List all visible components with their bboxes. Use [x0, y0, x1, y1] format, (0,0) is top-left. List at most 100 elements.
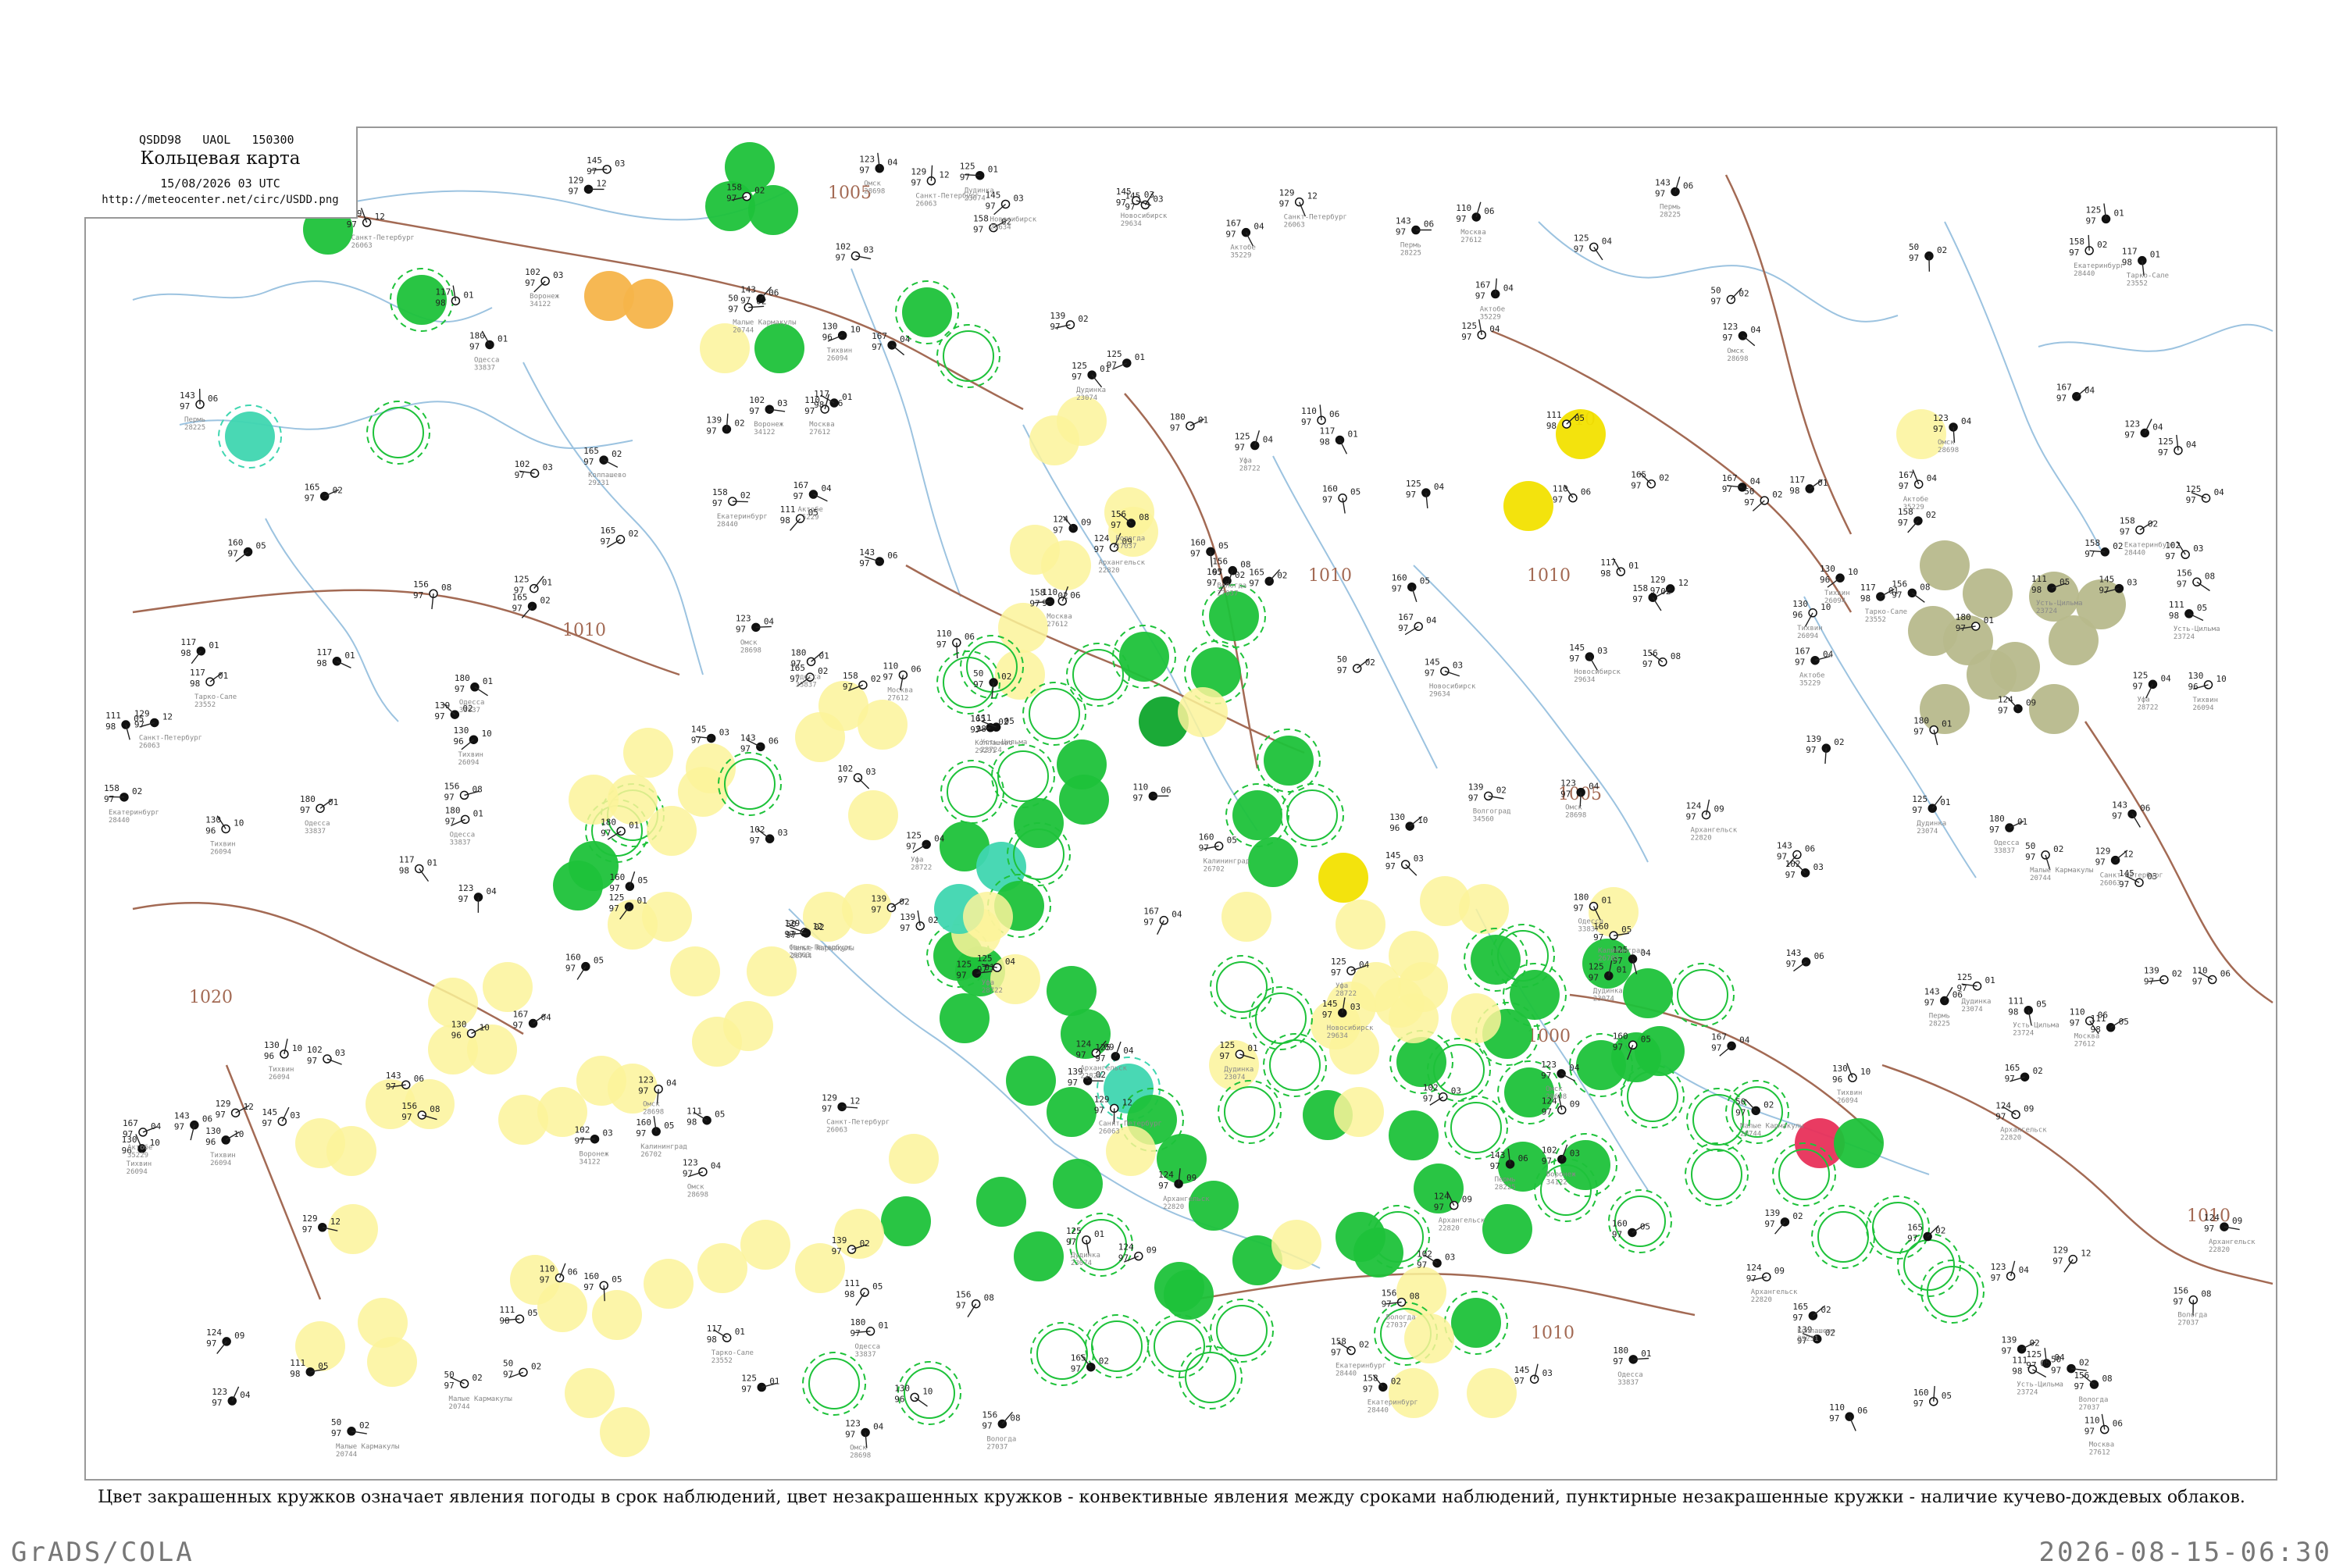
map-frame[interactable]: 1005 1010 1010 1010 1020 1005 1000 1010 … [84, 127, 2277, 1481]
synoptic-map[interactable]: 1005 1010 1010 1010 1020 1005 1000 1010 … [86, 128, 2276, 1479]
